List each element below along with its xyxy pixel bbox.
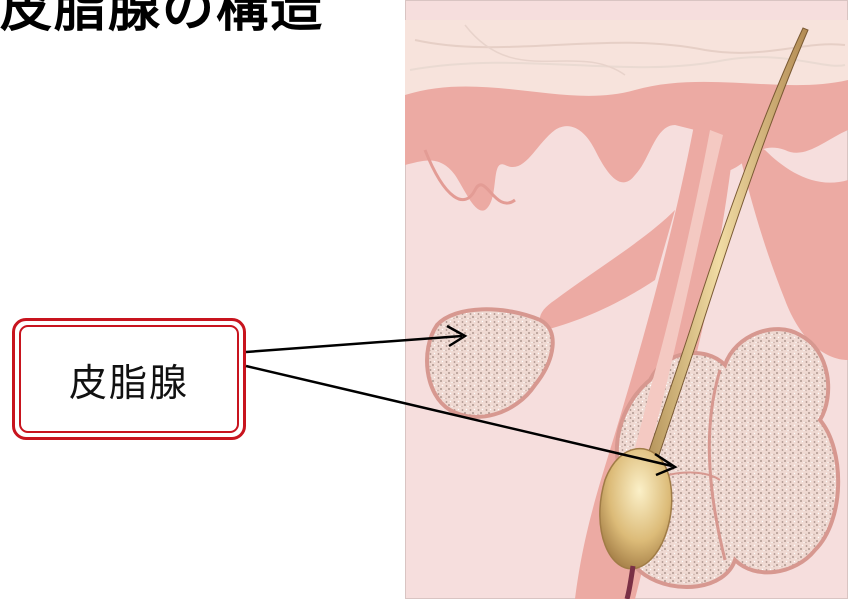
slide-title: 皮脂腺の構造 xyxy=(0,0,324,41)
callout-inner-border: 皮脂腺 xyxy=(19,325,239,433)
skin-cross-section-illustration xyxy=(405,0,848,599)
sebaceous-gland-callout: 皮脂腺 xyxy=(12,318,246,440)
callout-label: 皮脂腺 xyxy=(69,352,189,407)
